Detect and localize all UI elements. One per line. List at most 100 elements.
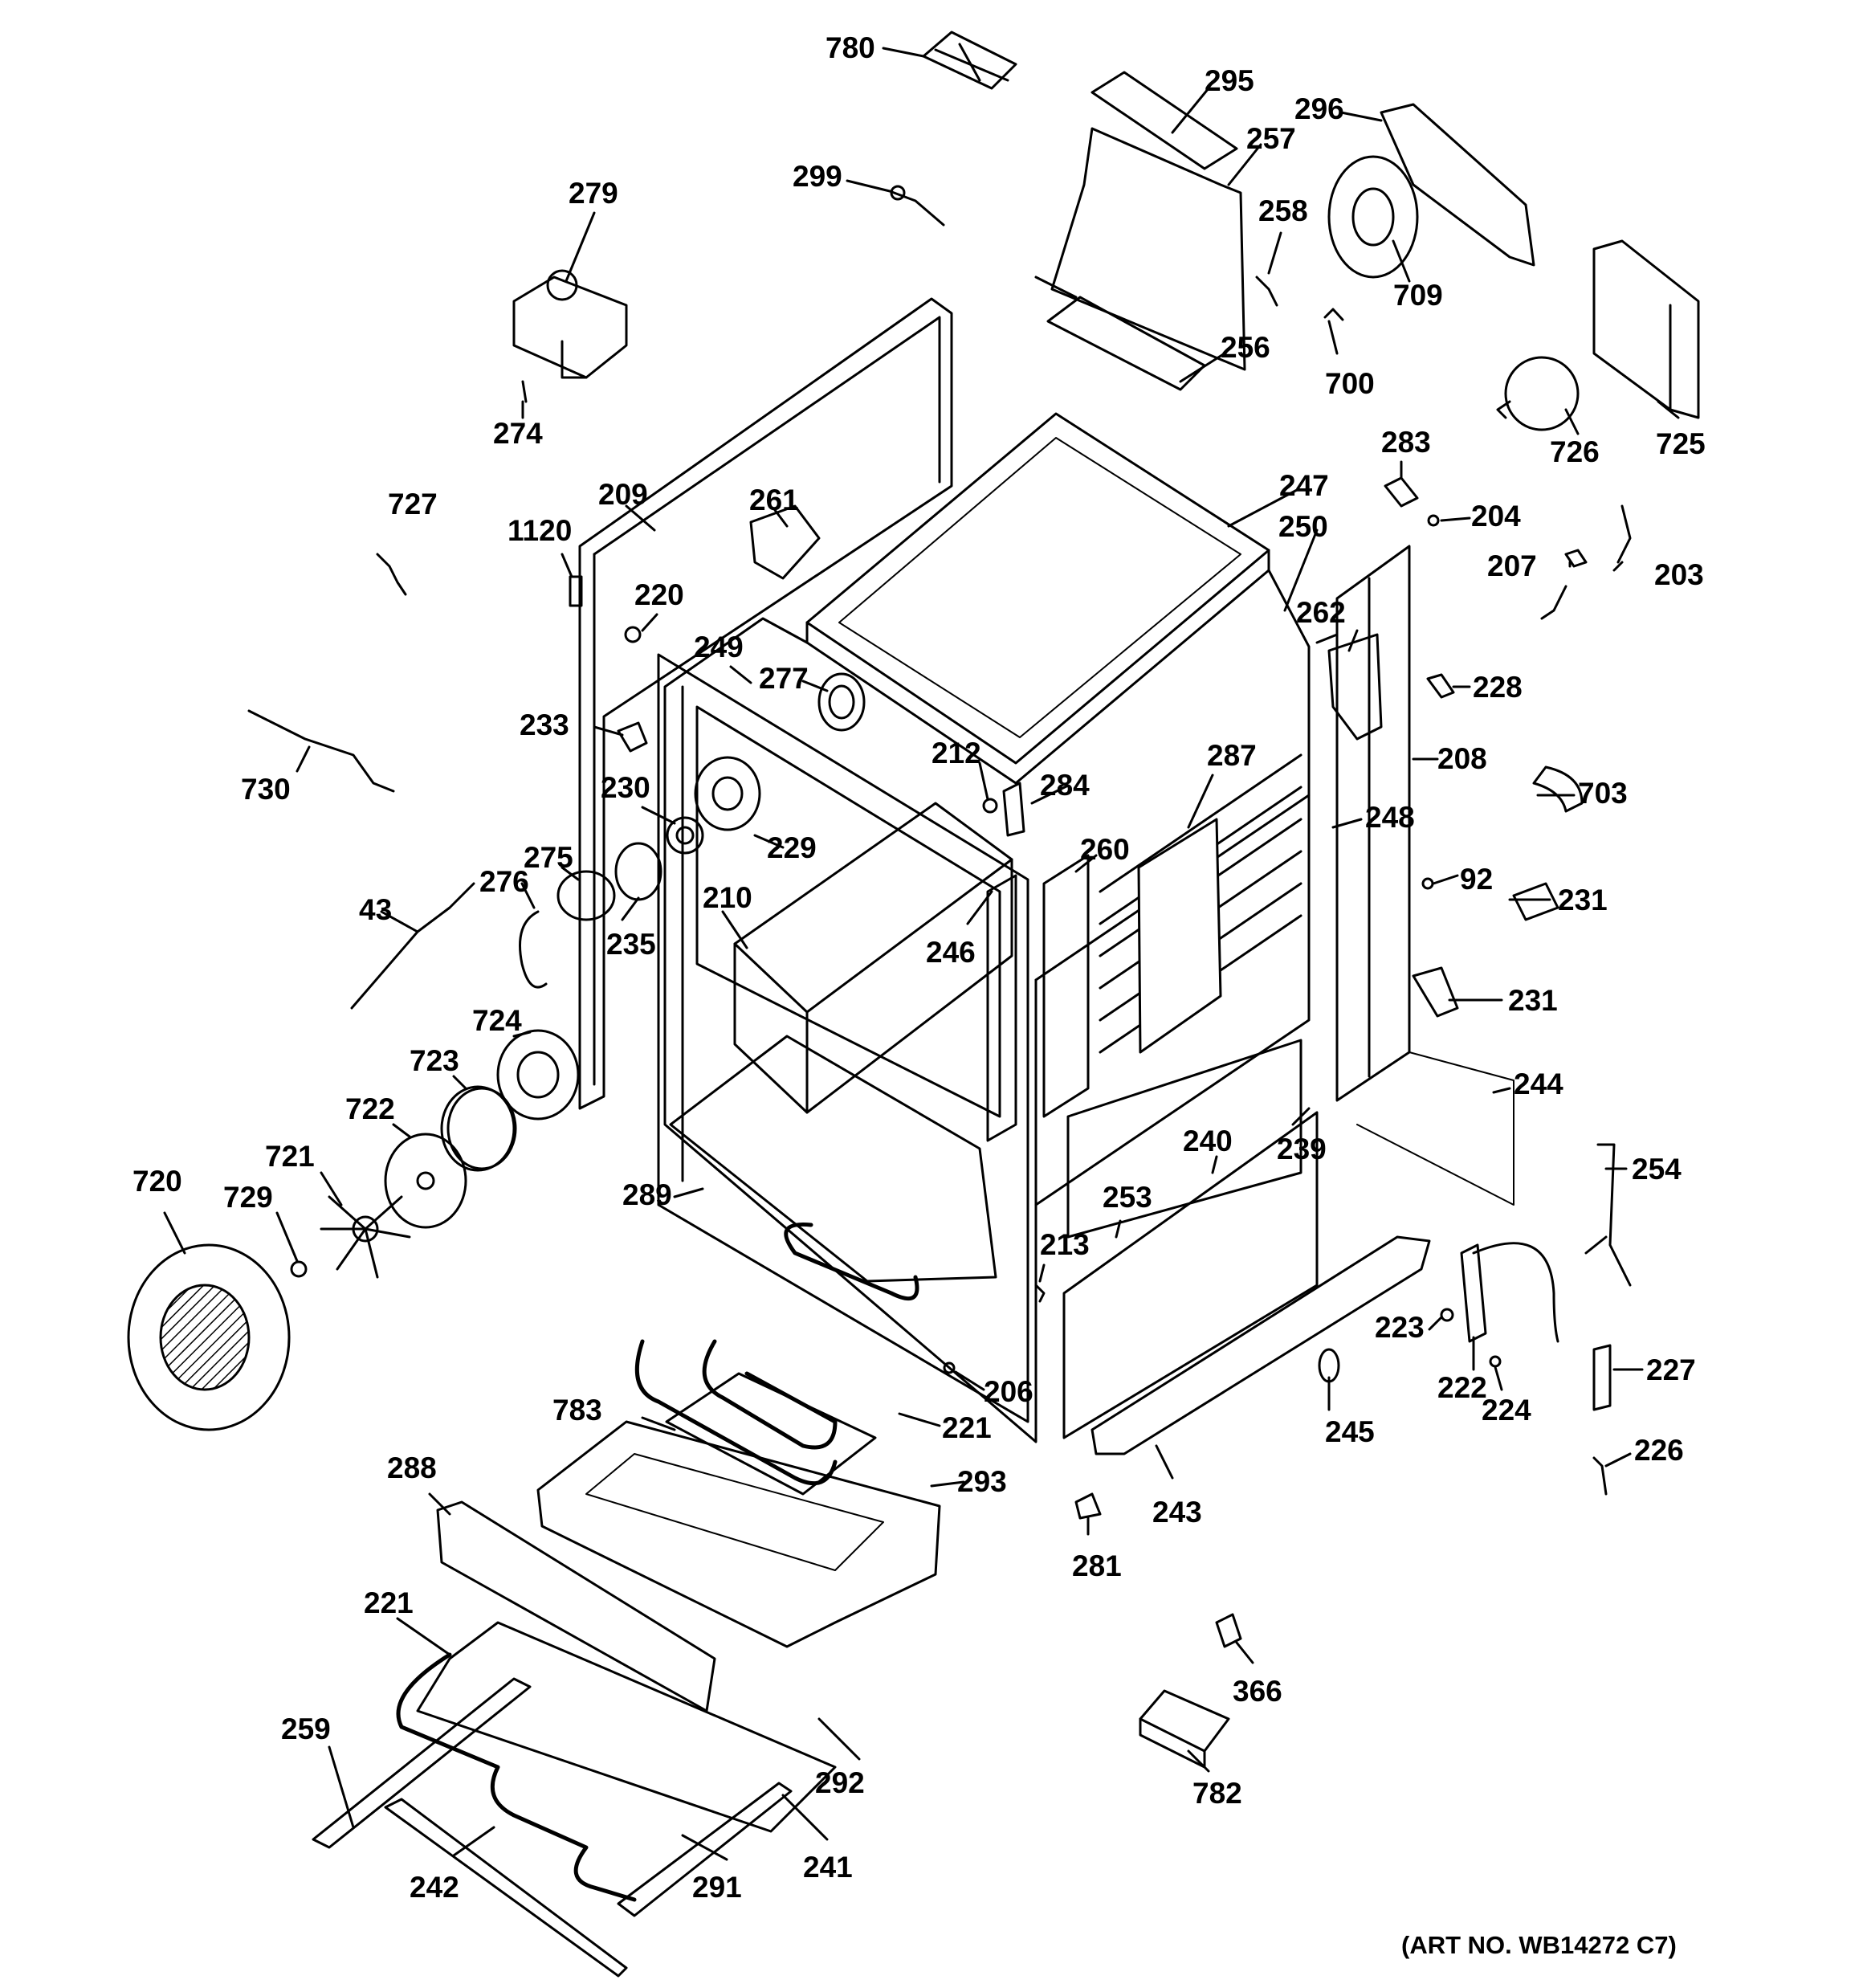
- label-260: 260: [1080, 833, 1130, 866]
- screw-223: [1440, 1308, 1454, 1322]
- label-43: 43: [359, 893, 392, 926]
- label-293: 293: [957, 1465, 1007, 1498]
- label-277: 277: [759, 662, 809, 695]
- label-210: 210: [703, 881, 752, 914]
- channel-243: [1090, 1235, 1431, 1455]
- label-231a: 231: [1558, 884, 1608, 916]
- foot-245: [1318, 1348, 1340, 1399]
- label-247: 247: [1279, 469, 1329, 502]
- ring-277: [817, 672, 866, 732]
- oven-body: [578, 297, 1514, 1443]
- label-722: 722: [345, 1092, 395, 1125]
- label-729: 729: [223, 1181, 273, 1214]
- label-257: 257: [1246, 122, 1296, 155]
- label-259: 259: [281, 1712, 331, 1745]
- label-780: 780: [826, 31, 875, 64]
- label-224: 224: [1482, 1394, 1531, 1427]
- bracket-231a: [1512, 882, 1559, 921]
- label-700: 700: [1325, 367, 1375, 400]
- rear-panel-248: [1315, 633, 1339, 1070]
- art-number: (ART NO. WB14272 C7): [1401, 1931, 1677, 1959]
- oven-box: [663, 617, 1037, 1443]
- side-panel-260: [1042, 854, 1090, 1118]
- clip-213: [1034, 1284, 1046, 1303]
- label-207: 207: [1487, 549, 1537, 582]
- panel-292: [416, 1621, 837, 1833]
- insulation-723: [440, 1085, 517, 1172]
- label-296: 296: [1294, 92, 1344, 125]
- label-203: 203: [1654, 558, 1704, 591]
- bulb-235: [614, 842, 662, 901]
- box-725: [1592, 239, 1700, 419]
- label-208: 208: [1437, 742, 1487, 775]
- label-288: 288: [387, 1451, 437, 1484]
- callout-labels: 780 295 296 257 299 279 258 709 256 700 …: [132, 31, 1706, 1959]
- label-246: 246: [926, 936, 976, 969]
- bake-element-221: [396, 1652, 637, 1902]
- duct-cap-295: [1090, 71, 1238, 170]
- bracket-231b: [1412, 966, 1459, 1018]
- label-229: 229: [767, 831, 817, 864]
- part-92: [1421, 877, 1434, 890]
- bracket-261: [749, 504, 821, 580]
- label-279: 279: [569, 177, 618, 210]
- label-243: 243: [1152, 1496, 1202, 1529]
- clip-281: [1074, 1492, 1102, 1520]
- label-261: 261: [749, 484, 799, 516]
- label-239: 239: [1277, 1133, 1327, 1165]
- label-233: 233: [520, 708, 569, 741]
- thermostat-279: [512, 269, 628, 379]
- label-275: 275: [524, 841, 573, 874]
- label-703: 703: [1578, 777, 1628, 810]
- label-284: 284: [1040, 769, 1090, 802]
- panel-240: [1066, 1039, 1302, 1239]
- label-256: 256: [1221, 331, 1270, 364]
- clip-703: [1532, 765, 1584, 813]
- label-226: 226: [1634, 1434, 1684, 1467]
- label-291: 291: [692, 1871, 742, 1904]
- label-726: 726: [1550, 435, 1600, 468]
- sensor-727: [376, 553, 407, 596]
- label-213: 213: [1040, 1228, 1090, 1261]
- shield-782: [1139, 1689, 1230, 1769]
- label-221b: 221: [364, 1586, 414, 1619]
- label-723: 723: [410, 1044, 459, 1077]
- label-725: 725: [1656, 427, 1706, 460]
- label-240: 240: [1183, 1125, 1233, 1157]
- socket-230: [666, 816, 704, 855]
- part-780: [922, 31, 1017, 90]
- panel-253: [1062, 1111, 1319, 1439]
- insulation-287: [1137, 818, 1222, 1054]
- label-366: 366: [1233, 1675, 1282, 1708]
- label-281: 281: [1072, 1549, 1122, 1582]
- part-204: [1427, 514, 1440, 527]
- clip-258: [1255, 276, 1278, 307]
- rail-288: [436, 1500, 716, 1712]
- label-724: 724: [472, 1004, 522, 1037]
- label-206: 206: [984, 1375, 1033, 1408]
- label-223: 223: [1375, 1311, 1425, 1344]
- clip-700: [1323, 308, 1344, 321]
- drawer-293: [536, 1420, 941, 1648]
- leader-lines: [163, 47, 1680, 1861]
- label-295: 295: [1205, 64, 1254, 97]
- label-262: 262: [1296, 596, 1346, 629]
- label-204: 204: [1471, 500, 1521, 533]
- motor-mount-709: [1327, 155, 1419, 279]
- part-212: [982, 798, 998, 814]
- label-228: 228: [1473, 671, 1523, 704]
- part-228: [1426, 673, 1455, 699]
- strip-242: [384, 1798, 628, 1978]
- part-207: [1564, 549, 1588, 568]
- lens-275: [556, 870, 616, 921]
- label-709: 709: [1393, 279, 1443, 312]
- label-292: 292: [815, 1766, 865, 1799]
- wire-276: [519, 910, 548, 989]
- bracket-296: [1380, 103, 1535, 267]
- vent-duct-assembly: [1034, 71, 1246, 391]
- broil-element-221: [634, 1222, 919, 1486]
- label-289: 289: [622, 1178, 672, 1211]
- cover-724: [496, 1029, 580, 1121]
- label-245: 245: [1325, 1415, 1375, 1448]
- plate-783: [665, 1372, 877, 1496]
